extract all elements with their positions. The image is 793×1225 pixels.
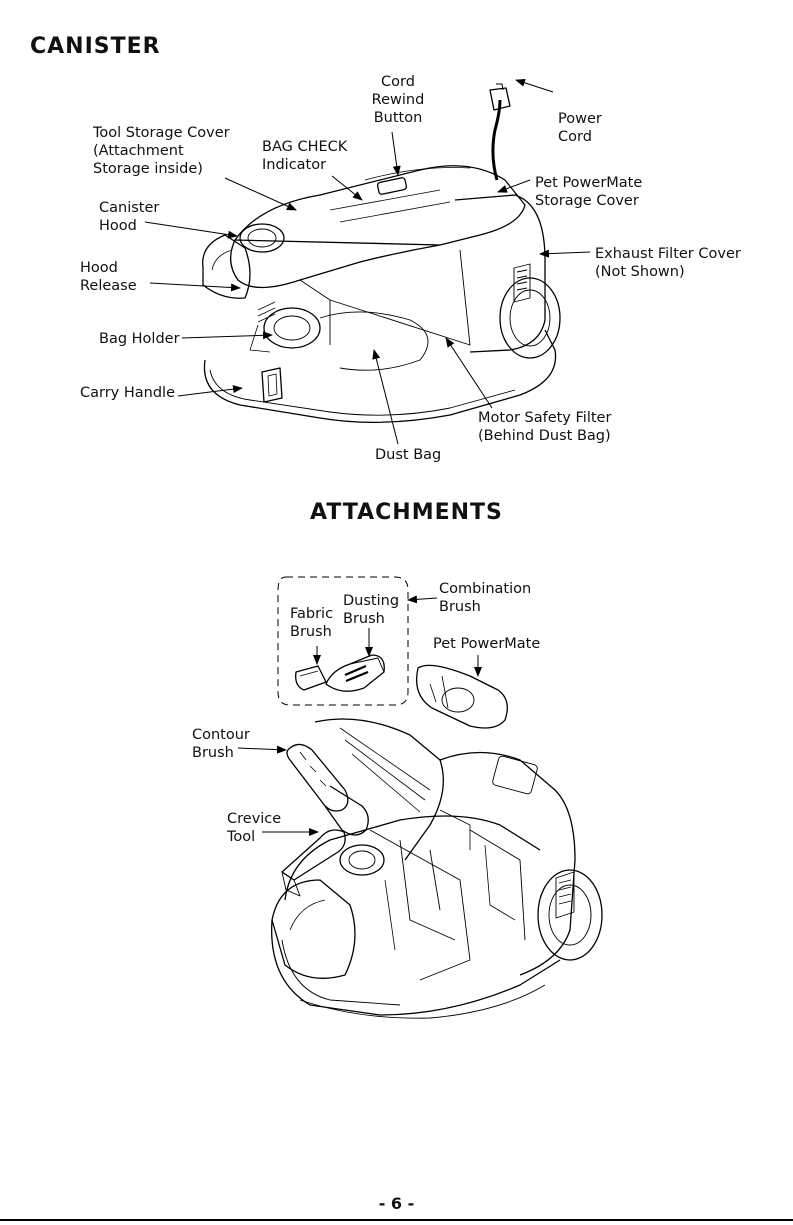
label-fabric-brush: Fabric Brush bbox=[290, 606, 334, 640]
canister-leaders bbox=[144, 78, 591, 445]
label-exhaust-filter-cover: Exhaust Filter Cover (Not Shown) bbox=[595, 246, 741, 280]
label-cord-rewind-button: Cord Rewind Button bbox=[371, 74, 425, 126]
bottom-rule bbox=[0, 1219, 793, 1221]
label-contour-brush: Contour Brush bbox=[192, 727, 250, 761]
attachments-drawing bbox=[271, 654, 603, 1019]
label-combination-brush: Combination Brush bbox=[439, 581, 532, 615]
label-bag-holder: Bag Holder bbox=[99, 331, 180, 347]
label-hood-release: Hood Release bbox=[80, 260, 137, 294]
label-carry-handle: Carry Handle bbox=[80, 385, 176, 401]
attachments-heading: ATTACHMENTS bbox=[310, 500, 503, 525]
label-dust-bag: Dust Bag bbox=[375, 447, 442, 463]
label-canister-hood: Canister Hood bbox=[99, 200, 160, 234]
label-bag-check-indicator: BAG CHECK Indicator bbox=[262, 139, 348, 173]
label-dusting-brush: Dusting Brush bbox=[343, 593, 400, 627]
crevice-tool-drawing bbox=[281, 829, 346, 897]
dusting-brush-drawing bbox=[325, 654, 385, 692]
canister-heading: CANISTER bbox=[30, 34, 161, 59]
brush-group-box bbox=[277, 576, 409, 706]
fabric-brush-drawing bbox=[295, 665, 327, 691]
pet-powermate-drawing bbox=[415, 664, 508, 729]
canister-drawing bbox=[202, 83, 561, 423]
contour-brush-drawing bbox=[286, 743, 369, 836]
open-canister-drawing bbox=[271, 718, 603, 1019]
label-tool-storage-cover: Tool Storage Cover (Attachment Storage i… bbox=[93, 125, 230, 177]
label-crevice-tool: Crevice Tool bbox=[227, 811, 282, 845]
label-pet-powermate-storage-cover: Pet PowerMate Storage Cover bbox=[535, 175, 643, 209]
label-motor-safety-filter: Motor Safety Filter (Behind Dust Bag) bbox=[478, 410, 612, 444]
label-power-cord: Power Cord bbox=[558, 111, 602, 145]
attachment-leaders bbox=[237, 595, 482, 836]
page-number: - 6 - bbox=[378, 1194, 415, 1213]
label-pet-powermate: Pet PowerMate bbox=[433, 636, 541, 652]
